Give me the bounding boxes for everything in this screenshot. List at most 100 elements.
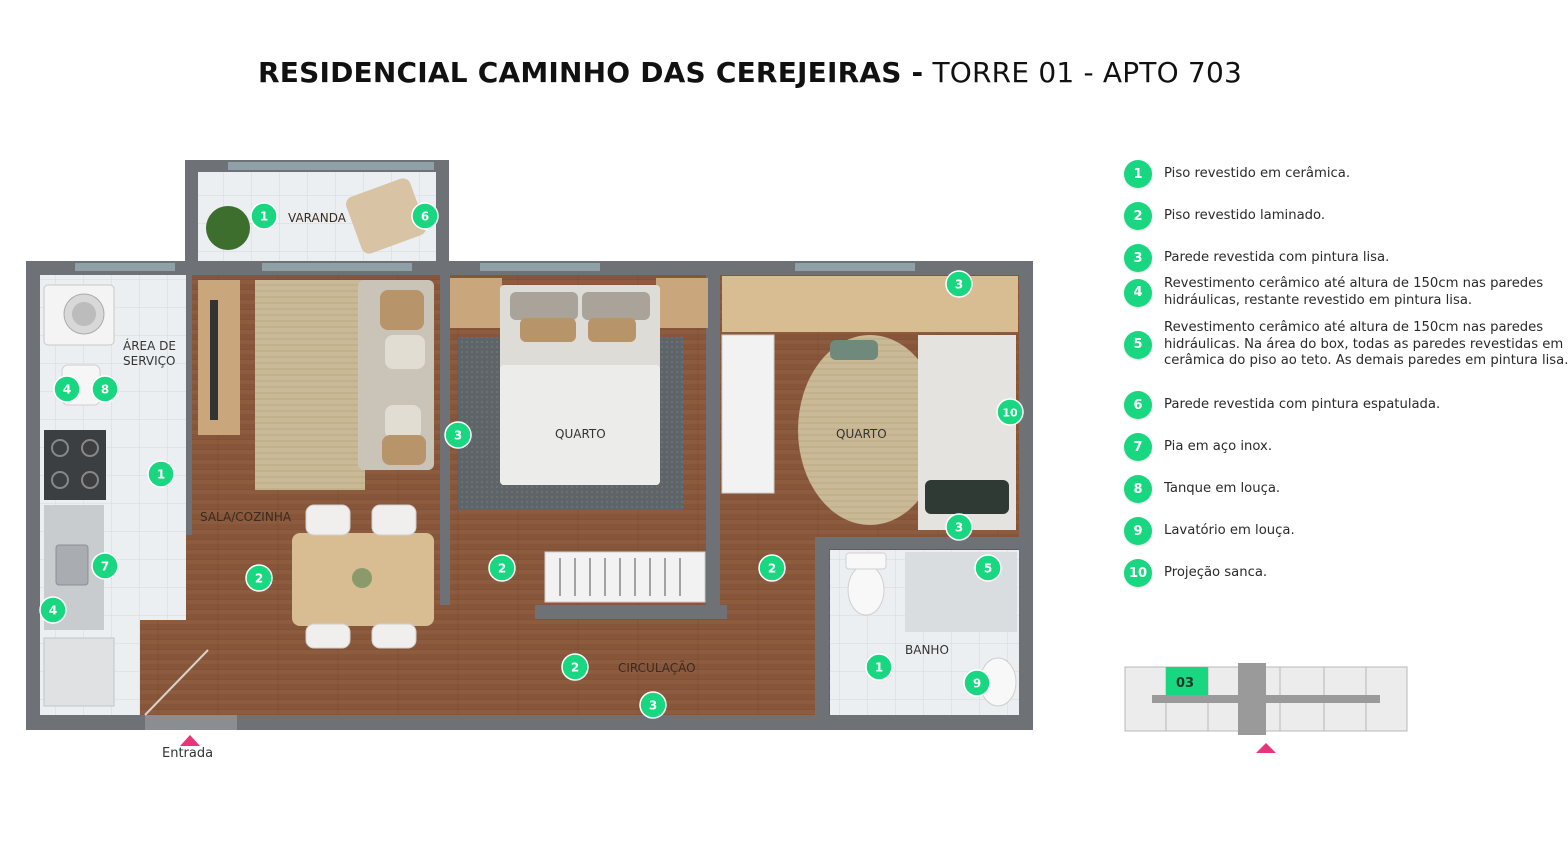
label-quarto-1: QUARTO — [555, 427, 606, 441]
plan-badge-2: 2 — [758, 554, 786, 582]
wardrobe-2 — [721, 334, 775, 494]
floor-location-minimap: 03 — [1124, 663, 1408, 753]
legend-text: Pia em aço inox. — [1164, 439, 1272, 456]
plan-badge-number: 1 — [260, 210, 268, 224]
plan-badge-number: 2 — [255, 572, 263, 586]
plan-badge-2: 2 — [561, 653, 589, 681]
legend-text: Piso revestido em cerâmica. — [1164, 166, 1350, 183]
label-banho: BANHO — [905, 643, 949, 657]
plan-badge-number: 2 — [768, 562, 776, 576]
plan-badge-6: 6 — [411, 202, 439, 230]
legend-item-4: 4 Revestimento cerâmico até altura de 150… — [1124, 276, 1543, 309]
legend-badge: 4 — [1124, 278, 1152, 307]
legend-badge: 1 — [1124, 160, 1152, 188]
legend-text: Piso revestido laminado. — [1164, 208, 1325, 225]
legend-line: hidráulicas. Na área do box, todas as pa… — [1164, 336, 1564, 352]
plan-badge-1: 1 — [250, 202, 278, 230]
legend-line: Piso revestido laminado. — [1164, 207, 1326, 223]
plan-badge-2: 2 — [245, 564, 273, 592]
legend-badge: 5 — [1124, 330, 1152, 359]
label-varanda: VARANDA — [288, 211, 347, 225]
toilet — [847, 564, 885, 616]
circulation-floor — [140, 620, 820, 715]
nightstand-left — [450, 278, 502, 328]
legend-line: cerâmica do piso ao teto. As demais pare… — [1164, 353, 1568, 368]
armchair — [346, 178, 426, 254]
plan-badge-number: 10 — [1002, 407, 1018, 420]
entrance-marker-icon — [180, 735, 200, 746]
plan-badge-number: 5 — [984, 562, 992, 576]
plant — [206, 206, 250, 250]
plan-badge-7: 7 — [91, 552, 119, 580]
plan-badge-number: 8 — [101, 383, 109, 397]
title-light: TORRE 01 - APTO 703 — [932, 56, 1242, 89]
plan-badge-number: 7 — [101, 560, 109, 574]
plan-badge-number: 2 — [571, 661, 579, 675]
legend-badge: 2 — [1124, 202, 1152, 230]
legend: 1 Piso revestido em cerâmica. 2 Piso revest… — [1124, 158, 1568, 618]
label-circulacao: CIRCULAÇÃO — [618, 660, 696, 675]
legend-badge: 9 — [1124, 517, 1152, 545]
legend-text: Revestimento cerâmico até altura de 150c… — [1164, 276, 1543, 309]
stove — [44, 430, 106, 500]
label-sala-cozinha: SALA/COZINHA — [200, 510, 292, 524]
legend-item-6: 6 Parede revestida com pintura espatulada… — [1124, 391, 1440, 419]
plan-badge-3: 3 — [444, 421, 472, 449]
plan-badge-3: 3 — [945, 270, 973, 298]
plan-badge-9: 9 — [963, 669, 991, 697]
legend-line: Piso revestido em cerâmica. — [1164, 165, 1351, 181]
windows — [75, 162, 915, 271]
plan-badge-number: 4 — [49, 604, 57, 618]
page-title: RESIDENCIAL CAMINHO DAS CEREJEIRAS - TOR… — [0, 56, 1500, 89]
legend-line: Revestimento cerâmico até altura de 150c… — [1164, 276, 1544, 291]
legend-line: Revestimento cerâmico até altura de 150c… — [1164, 320, 1544, 335]
kitchen-sink — [55, 544, 89, 586]
plan-badge-number: 6 — [421, 210, 429, 224]
wardrobe-1 — [544, 551, 706, 603]
legend-badge: 7 — [1124, 433, 1152, 461]
plan-badge-3: 3 — [945, 513, 973, 541]
plan-badge-3: 3 — [639, 691, 667, 719]
plan-badge-number: 1 — [875, 661, 883, 675]
legend-line: Tanque em louça. — [1164, 480, 1281, 496]
legend-text: Parede revestida com pintura espatulada. — [1164, 397, 1440, 414]
desk — [722, 276, 1018, 332]
legend-text: Lavatório em louça. — [1164, 523, 1295, 540]
plan-badge-10: 10 — [996, 398, 1024, 426]
plan-badge-4: 4 — [53, 375, 81, 403]
legend-badge: 8 — [1124, 475, 1152, 503]
legend-item-5: 5 Revestimento cerâmico até altura de 150… — [1124, 320, 1568, 370]
legend-line: Lavatório em louça. — [1164, 522, 1295, 538]
living-rug — [255, 280, 365, 490]
plan-badge-number: 9 — [973, 677, 981, 691]
minimap-entrance-icon — [1256, 743, 1276, 753]
legend-item-9: 9 Lavatório em louça. — [1124, 517, 1295, 545]
unit-highlight — [1166, 667, 1208, 695]
bedroom2-rug — [798, 335, 942, 525]
legend-line: Parede revestida com pintura espatulada. — [1164, 396, 1441, 412]
plan-badge-number: 3 — [454, 429, 462, 443]
plan-badge-2: 2 — [488, 554, 516, 582]
legend-line: Pia em aço inox. — [1164, 438, 1273, 454]
tv-panel — [198, 280, 240, 435]
plan-badge-number: 4 — [63, 383, 71, 397]
legend-text: Tanque em louça. — [1164, 481, 1280, 498]
title-bold: RESIDENCIAL CAMINHO DAS CEREJEIRAS - — [258, 56, 924, 89]
nightstand-right — [656, 278, 708, 328]
legend-item-8: 8 Tanque em louça. — [1124, 475, 1280, 503]
plan-badge-number: 2 — [498, 562, 506, 576]
legend-badge: 6 — [1124, 391, 1152, 419]
legend-item-1: 1 Piso revestido em cerâmica. — [1124, 160, 1350, 188]
entrance-gap — [145, 715, 237, 730]
plan-badge-1: 1 — [865, 653, 893, 681]
legend-line: Projeção sanca. — [1164, 564, 1268, 580]
legend-line: Parede revestida com pintura lisa. — [1164, 249, 1390, 265]
legend-text: Parede revestida com pintura lisa. — [1164, 250, 1389, 267]
entrance-door — [144, 649, 209, 716]
floor-plan: VARANDA ÁREA DE SERVIÇO SALA/COZINHA QUA… — [26, 160, 1033, 746]
plan-badge-number: 3 — [955, 278, 963, 292]
plan-badge-number: 3 — [955, 521, 963, 535]
